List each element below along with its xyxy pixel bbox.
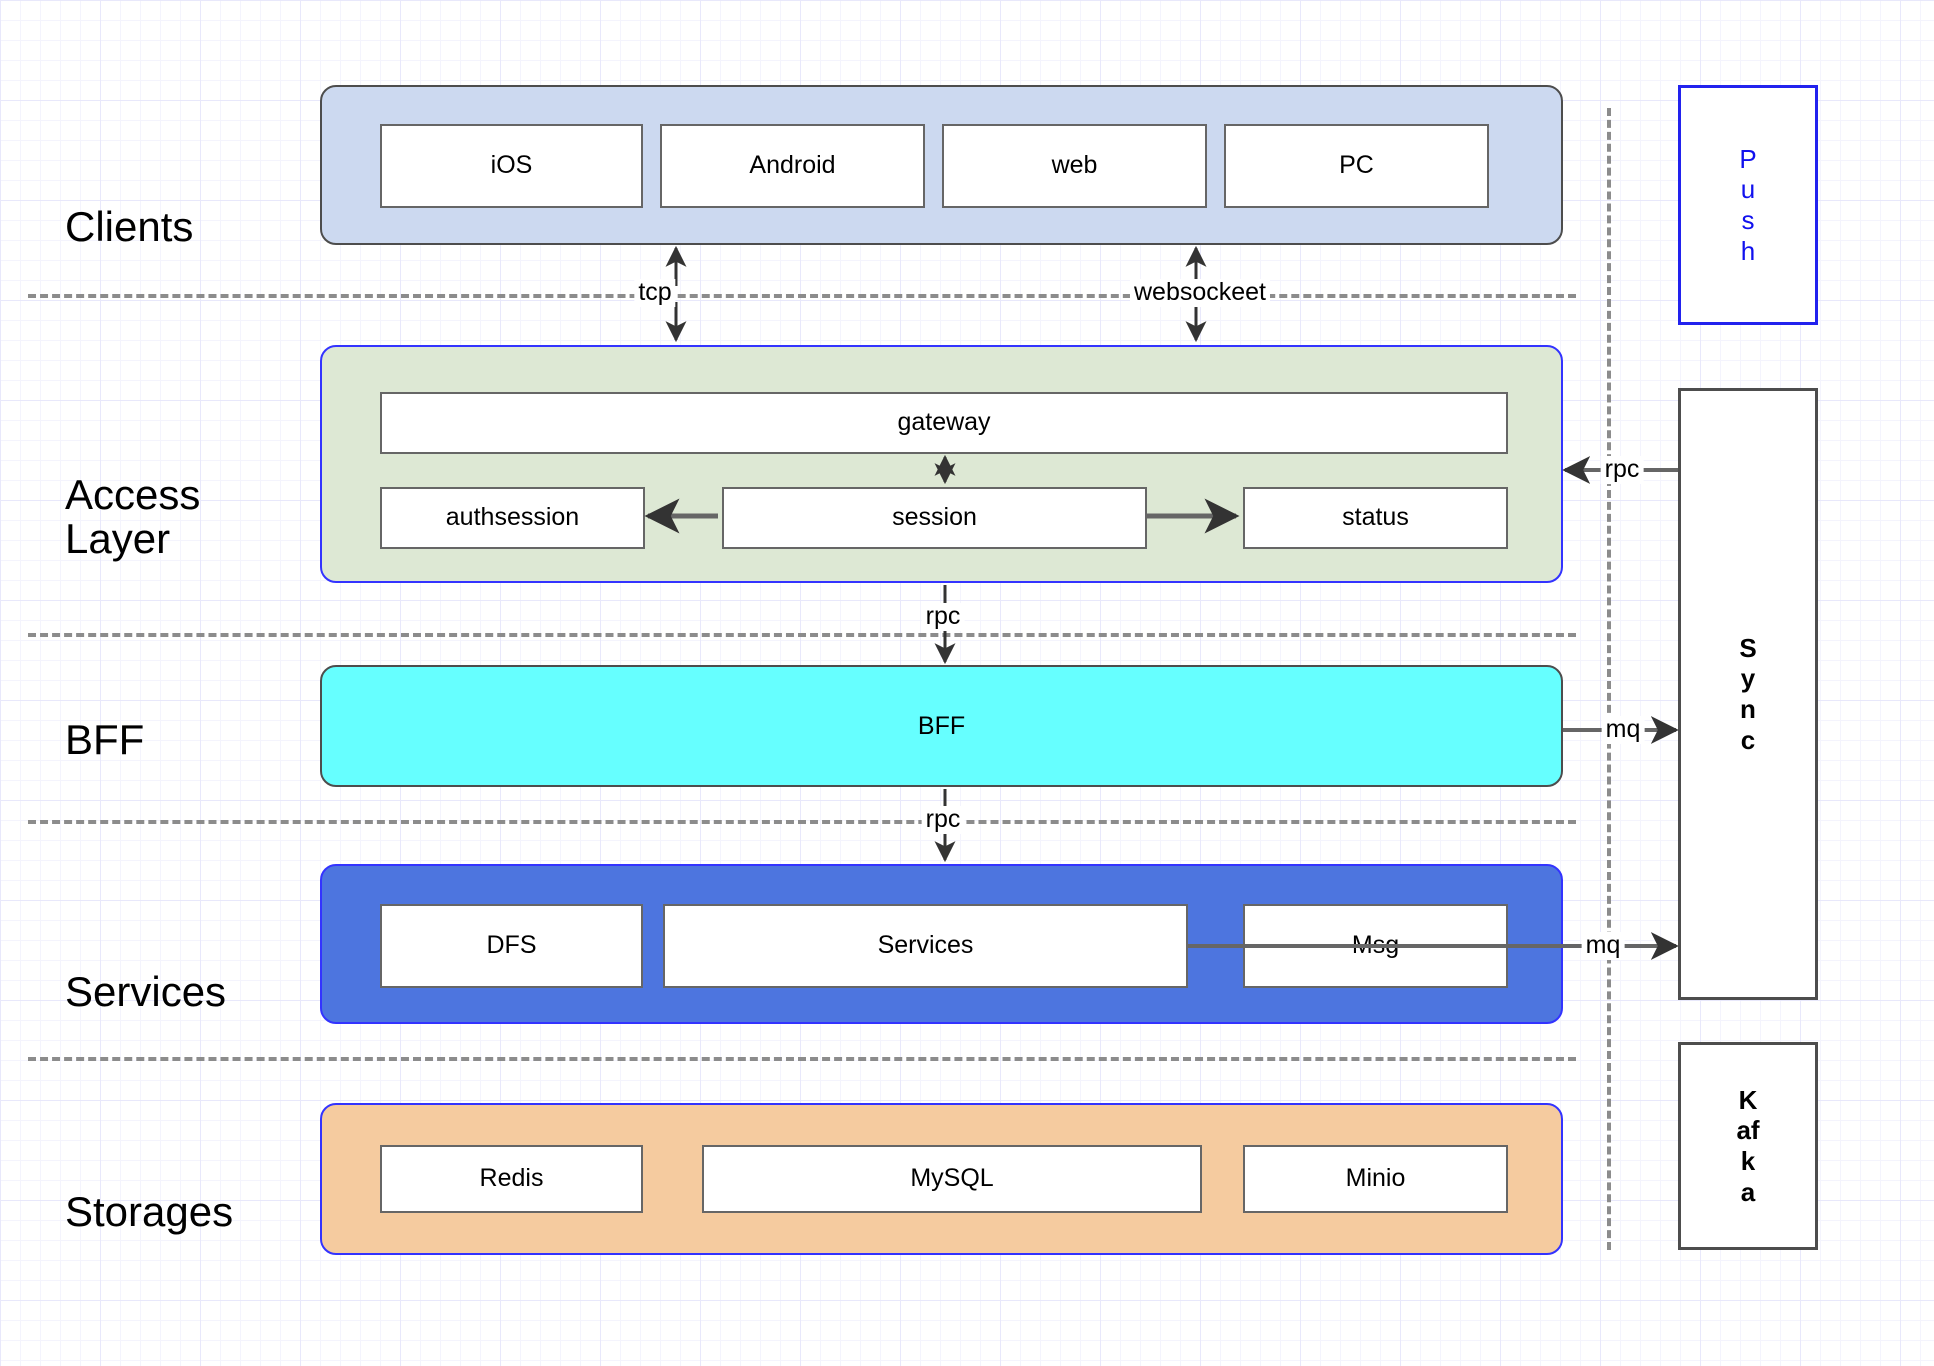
node-gateway[interactable]: gateway xyxy=(380,392,1508,454)
side-box-sync[interactable]: Sync xyxy=(1678,388,1818,1000)
node-status[interactable]: status xyxy=(1243,487,1508,549)
band-services[interactable]: DFS Services Msg xyxy=(320,864,1563,1024)
edge-label-rpc-access-bff: rpc xyxy=(921,602,965,631)
node-mysql[interactable]: MySQL xyxy=(702,1145,1202,1213)
edge-label-rpc-sync-access: rpc xyxy=(1600,455,1644,484)
node-minio[interactable]: Minio xyxy=(1243,1145,1508,1213)
node-session[interactable]: session xyxy=(722,487,1147,549)
edge-label-rpc-bff-services: rpc xyxy=(921,805,965,834)
band-storages[interactable]: Redis MySQL Minio xyxy=(320,1103,1563,1255)
edge-label-mq-bff-sync: mq xyxy=(1601,715,1645,744)
separator-bff-services xyxy=(28,820,1576,824)
side-box-sync-label: Sync xyxy=(1739,632,1757,755)
node-services[interactable]: Services xyxy=(663,904,1188,988)
side-box-kafka-label: Kafka xyxy=(1736,1084,1760,1207)
node-msg[interactable]: Msg xyxy=(1243,904,1508,988)
edge-label-websockeet: websockeet xyxy=(1129,278,1271,307)
node-authsession[interactable]: authsession xyxy=(380,487,645,549)
band-clients[interactable]: iOS Android web PC xyxy=(320,85,1563,245)
band-bff-label: BFF xyxy=(917,711,966,740)
node-ios[interactable]: iOS xyxy=(380,124,643,208)
zone-label-storages: Storages xyxy=(65,1188,234,1235)
separator-clients-access xyxy=(28,294,1576,298)
node-web[interactable]: web xyxy=(942,124,1207,208)
zone-label-bff: BFF xyxy=(65,716,145,763)
side-box-push-label: Push xyxy=(1739,143,1757,266)
edge-label-tcp: tcp xyxy=(634,278,676,307)
band-bff[interactable]: BFF xyxy=(320,665,1563,787)
zone-label-clients: Clients xyxy=(65,203,194,250)
separator-access-bff xyxy=(28,633,1576,637)
side-box-push[interactable]: Push xyxy=(1678,85,1818,325)
zone-label-services: Services xyxy=(65,968,227,1015)
side-box-kafka[interactable]: Kafka xyxy=(1678,1042,1818,1250)
edge-label-mq-msg-sync: mq xyxy=(1581,931,1625,960)
separator-services-storages xyxy=(28,1057,1576,1061)
separator-vertical-side-column xyxy=(1607,108,1611,1250)
node-redis[interactable]: Redis xyxy=(380,1145,643,1213)
node-dfs[interactable]: DFS xyxy=(380,904,643,988)
zone-label-access-layer: Access Layer xyxy=(65,471,201,563)
node-pc[interactable]: PC xyxy=(1224,124,1489,208)
node-android[interactable]: Android xyxy=(660,124,925,208)
band-access-layer[interactable]: gateway authsession session status xyxy=(320,345,1563,583)
